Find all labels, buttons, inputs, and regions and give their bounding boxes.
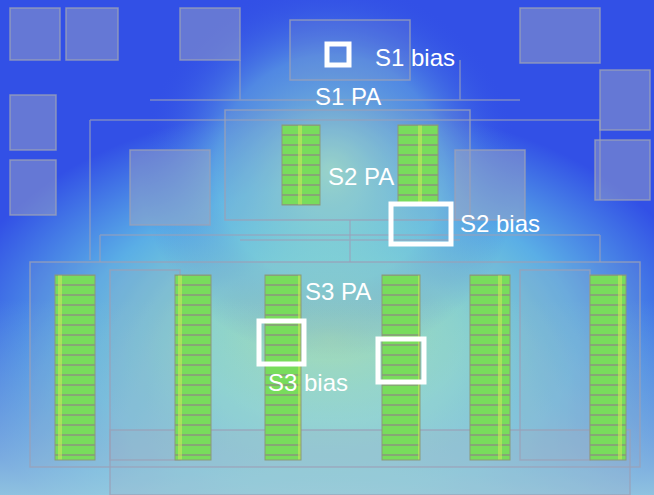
region-label: S3 bias xyxy=(268,370,348,396)
region-label: S3 PA xyxy=(305,279,371,305)
region-label: S1 PA xyxy=(315,84,381,110)
region-label: S2 bias xyxy=(460,211,540,237)
region-label: S1 bias xyxy=(375,45,455,71)
region-label: S2 PA xyxy=(328,164,394,190)
